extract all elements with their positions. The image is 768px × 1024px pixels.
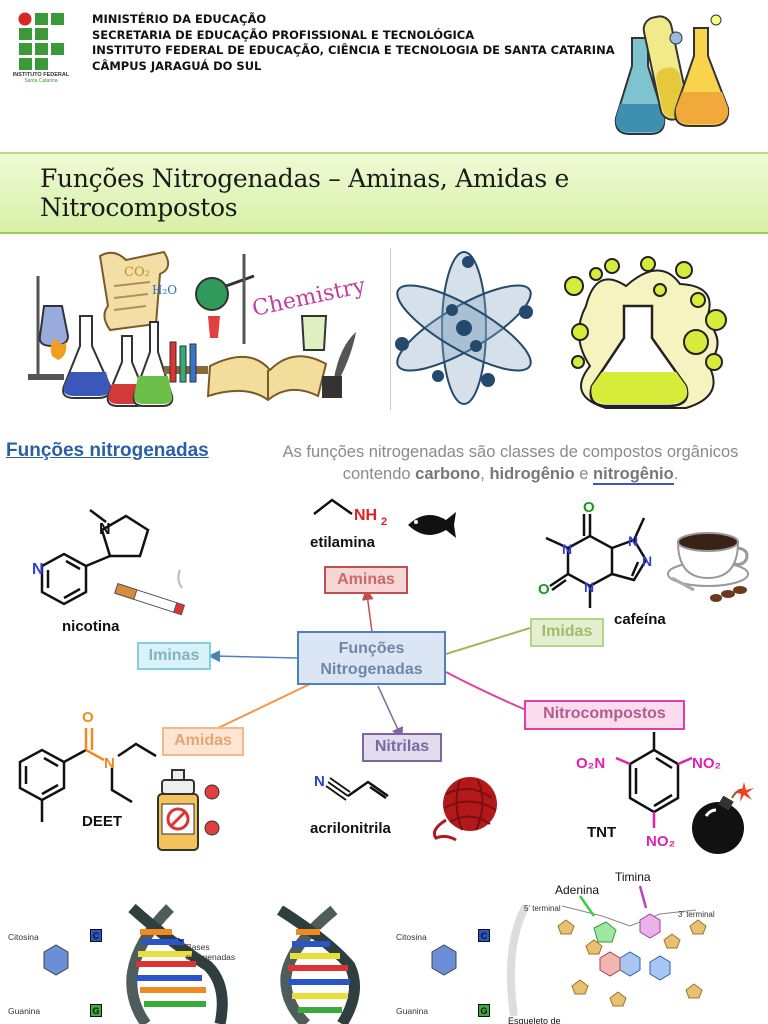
repellent-spray-icon <box>156 768 228 854</box>
compound-acrilonitrila-label: acrilonitrila <box>310 820 391 837</box>
citosina-molecule-right <box>424 940 468 980</box>
badge-c-right-text: C <box>480 931 488 941</box>
bubbling-flask-icon <box>556 246 732 416</box>
logo-text-line1: INSTITUTO FEDERAL <box>12 72 70 78</box>
intro-sep1: , <box>480 465 490 483</box>
timina-label: Timina <box>615 870 651 884</box>
node-nitrocompostos: Nitrocompostos <box>524 700 685 730</box>
section-heading: Funções nitrogenadas <box>6 440 209 461</box>
cafeina-o-top: O <box>583 500 595 516</box>
node-imidas: Imidas <box>530 618 604 647</box>
yarn-ball-icon <box>426 774 506 842</box>
lab-flasks-illustration <box>612 8 742 140</box>
node-amidas: Amidas <box>162 727 244 756</box>
acrilonitrila-n: N <box>314 773 325 790</box>
page-title: Funções Nitrogenadas – Aminas, Amidas e … <box>40 164 570 222</box>
center-node-line2: Nitrogenadas <box>320 661 423 678</box>
node-aminas: Aminas <box>324 566 408 594</box>
header-line-4: CÂMPUS JARAGUÁ DO SUL <box>92 58 262 73</box>
citosina-label-right: Citosina <box>396 932 427 942</box>
title-banner: Funções Nitrogenadas – Aminas, Amidas e … <box>0 152 768 234</box>
cafeina-structure: O O N N N N <box>538 499 662 616</box>
header-line-2: SECRETARIA DE EDUCAÇÃO PROFISSIONAL E TE… <box>92 27 475 42</box>
chemistry-label: Chemistry <box>250 273 364 321</box>
mindmap-connectors <box>0 560 768 770</box>
compound-deet-label: DEET <box>82 813 123 830</box>
cigarette-icon <box>110 568 200 620</box>
intro-sep2: e <box>574 465 594 483</box>
esqueleto-label: Esqueleto de <box>508 1016 561 1024</box>
bomb-icon <box>686 778 756 858</box>
badge-g-right: G <box>478 1004 490 1017</box>
nh2-subscript: 2 <box>381 516 387 528</box>
cafeina-n7: N <box>628 533 638 549</box>
badge-g-right-text: G <box>480 1006 488 1016</box>
terminal-5-label: 5' terminal <box>524 904 561 913</box>
cafeina-n3: N <box>584 579 594 595</box>
co2-label: CO₂ <box>124 265 150 280</box>
compound-etilamina-label: etilamina <box>310 534 376 551</box>
intro-text: As funções nitrogenadas são classes de c… <box>258 441 763 485</box>
deet-n: N <box>104 755 115 772</box>
dna-helix-left <box>116 902 236 1024</box>
header-line-1: MINISTÉRIO DA EDUCAÇÃO <box>92 12 267 26</box>
intro-end: . <box>673 465 679 483</box>
badge-c-left-text: C <box>92 931 100 941</box>
intro-nitrogenio: nitrogênio <box>593 465 674 485</box>
citosina-molecule-left <box>36 940 80 980</box>
logo-text-line2: Santa Catarina <box>24 78 58 84</box>
institution-header: MINISTÉRIO DA EDUCAÇÃO SECRETARIA DE EDU… <box>92 12 615 74</box>
adenina-label: Adenina <box>555 883 600 897</box>
dna-helix-right <box>270 905 366 1024</box>
compound-nicotina-label: nicotina <box>62 618 120 635</box>
chemistry-lab-illustration: CO₂ H₂O Chemistry <box>22 246 368 416</box>
bases-line2: nitrogenadas <box>186 952 236 962</box>
coffee-cup-icon <box>664 518 752 604</box>
tnt-no2-left: O₂N <box>576 755 605 772</box>
h2o-label: H₂O <box>152 283 177 297</box>
intro-carbono: carbono <box>415 465 481 483</box>
bases-line1: Bases <box>186 942 210 952</box>
badge-g-left-text: G <box>92 1006 100 1016</box>
nh2-label: NH <box>354 507 377 524</box>
fish-icon <box>396 508 458 542</box>
deet-structure: O N <box>12 706 160 824</box>
nicotina-structure: N N <box>30 500 160 610</box>
tnt-no2-right: NO₂ <box>692 755 721 772</box>
nicotina-n-pyrrolidine: N <box>99 521 111 538</box>
cafeina-n9: N <box>642 553 652 569</box>
ifsc-logo: INSTITUTO FEDERAL Santa Catarina <box>12 10 70 84</box>
compound-cafeina-label: cafeína <box>614 611 666 628</box>
intro-part1: As funções nitrogenadas são classes de c… <box>282 443 739 483</box>
dna-backbone-diagram <box>500 866 768 1024</box>
badge-c-left: C <box>90 929 102 942</box>
tnt-no2-bottom: NO₂ <box>646 833 675 850</box>
atom-icon <box>392 248 542 410</box>
acrilonitrila-structure: N <box>314 770 394 808</box>
center-node-funcoes-nitrogenadas: Funções Nitrogenadas <box>297 631 446 685</box>
bases-nitrogenadas-label: Bases nitrogenadas <box>186 942 235 962</box>
badge-c-right: C <box>478 929 490 942</box>
node-nitrilas: Nitrilas <box>362 733 442 762</box>
divider-line <box>390 248 391 410</box>
node-iminas: Iminas <box>137 642 211 670</box>
cafeina-n1: N <box>562 541 572 557</box>
tnt-structure: O₂N NO₂ NO₂ <box>576 732 730 854</box>
deet-o: O <box>82 709 94 726</box>
guanina-label-right: Guanina <box>396 1006 429 1016</box>
nicotina-n-pyridine: N <box>32 561 44 578</box>
center-node-line1: Funções <box>338 640 405 657</box>
header-line-3: INSTITUTO FEDERAL DE EDUCAÇÃO, CIÊNCIA E… <box>92 43 615 57</box>
cafeina-o-left: O <box>538 581 550 598</box>
compound-tnt-label: TNT <box>587 824 617 841</box>
citosina-label-left: Citosina <box>8 932 39 942</box>
terminal-3-label: 3' terminal <box>678 910 715 919</box>
etilamina-structure: NH 2 <box>310 498 400 532</box>
guanina-label-left: Guanina <box>8 1006 41 1016</box>
badge-g-left: G <box>90 1004 102 1017</box>
intro-hidrogenio: hidrogênio <box>489 465 575 483</box>
